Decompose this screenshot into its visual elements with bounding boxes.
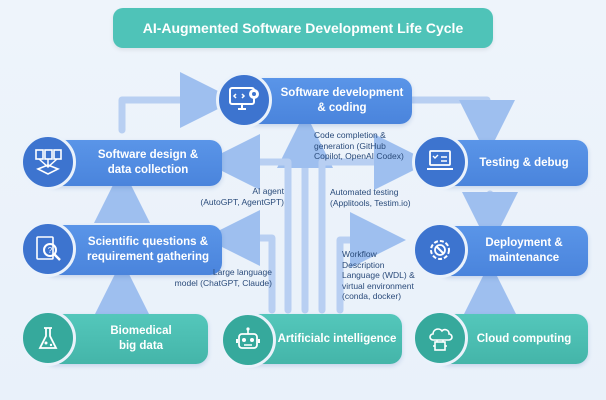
- monitor-gear-icon: [216, 72, 272, 128]
- node-label: Software design & data collection: [97, 149, 199, 176]
- question-search-icon: ?: [20, 221, 76, 277]
- arrow-ai-to-design: [204, 134, 292, 314]
- robot-head-icon: [220, 312, 276, 368]
- node-label: Artificialc intelligence: [277, 332, 397, 345]
- node-label: Scientific questions & requirement gathe…: [86, 236, 210, 263]
- node-label: Deployment & maintenance: [485, 237, 563, 264]
- arrow-ai-to-scientific: [204, 210, 276, 314]
- node-label: Testing & debug: [479, 156, 569, 169]
- arrow-dev-to-testing: [408, 96, 515, 156]
- annotation-code-completion: Code completion & generation (GitHub Cop…: [314, 130, 404, 161]
- node-software-development: Software development & coding: [246, 78, 412, 124]
- annotation-workflow: Workflow Description Language (WDL) & vi…: [342, 249, 415, 301]
- laptop-checklist-icon: [412, 134, 468, 190]
- cloud-chip-icon: [412, 310, 468, 366]
- diagram-title: AI-Augmented Software Development Life C…: [113, 8, 493, 48]
- annotation-automated-testing: Automated testing (Applitools, Testim.io…: [330, 187, 411, 208]
- annotation-ai-agent: AI agent (AutoGPT, AgentGPT): [200, 186, 284, 207]
- annotation-llm: Large language model (ChatGPT, Claude): [174, 267, 272, 288]
- svg-text:?: ?: [48, 246, 53, 255]
- arrow-design-to-dev: [118, 72, 236, 134]
- gear-wrench-icon: [412, 222, 468, 278]
- arrow-ai-to-testing: [318, 134, 430, 314]
- arrow-ai-to-deployment: [336, 212, 406, 314]
- node-label: Software development & coding: [280, 87, 404, 114]
- node-label: Cloud computing: [476, 332, 572, 345]
- database-nodes-icon: [20, 134, 76, 190]
- node-label: Biomedical big data: [110, 325, 172, 352]
- microscope-flask-icon: [20, 310, 76, 366]
